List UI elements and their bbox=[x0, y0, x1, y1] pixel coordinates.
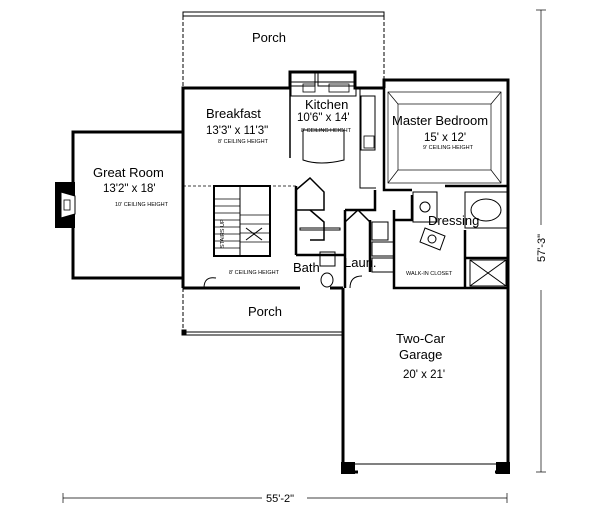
breakfast-dims: 13'3" x 11'3" bbox=[206, 125, 268, 137]
kitchen-label: Kitchen bbox=[305, 97, 348, 112]
laundry-fixtures bbox=[299, 221, 395, 288]
dressing-label: Dressing bbox=[428, 213, 479, 228]
pantry-closets bbox=[295, 176, 371, 241]
porch-bottom-outline bbox=[181, 288, 343, 336]
exterior-walls bbox=[71, 70, 510, 296]
stairs bbox=[213, 185, 271, 257]
master-bedroom-label: Master Bedroom bbox=[392, 113, 488, 128]
walk-in-closet-label: WALK-IN CLOSET bbox=[406, 271, 453, 277]
master-bedroom-ceiling: 9' CEILING HEIGHT bbox=[423, 145, 474, 151]
master-tray-ceiling bbox=[387, 91, 502, 184]
great-room-ceiling: 10' CEILING HEIGHT bbox=[115, 202, 169, 208]
hall-ceiling: 8' CEILING HEIGHT bbox=[229, 270, 280, 276]
great-room-label: Great Room bbox=[93, 165, 164, 180]
porch-top-label: Porch bbox=[252, 30, 286, 45]
garage-label-line2: Garage bbox=[399, 347, 442, 362]
stairs-label: STAIRS UP bbox=[220, 219, 226, 248]
overall-width-label: 55'-2" bbox=[266, 493, 294, 505]
garage-post-right bbox=[496, 462, 510, 474]
fireplace bbox=[55, 182, 76, 228]
breakfast-label: Breakfast bbox=[206, 106, 261, 121]
interior-walls bbox=[294, 88, 508, 290]
master-bath-fixtures bbox=[412, 191, 509, 287]
width-dimension-line bbox=[62, 493, 508, 503]
kitchen-fixtures bbox=[289, 81, 376, 189]
bath-label: Bath bbox=[293, 260, 320, 275]
depth-dimension-line bbox=[536, 9, 546, 473]
breakfast-ceiling: 8' CEILING HEIGHT bbox=[218, 139, 269, 145]
great-room-dims: 13'2" x 18' bbox=[103, 183, 156, 195]
overall-depth-label: 57'-3" bbox=[536, 234, 548, 262]
garage-post-left bbox=[341, 462, 355, 474]
master-bedroom-dims: 15' x 12' bbox=[424, 132, 466, 144]
garage-label-line1: Two-Car bbox=[396, 331, 446, 346]
kitchen-ceiling: 8' CEILING HEIGHT bbox=[301, 128, 352, 134]
porch-bottom-label: Porch bbox=[248, 304, 282, 319]
front-door bbox=[203, 275, 363, 289]
kitchen-dims: 10'6" x 14' bbox=[297, 112, 350, 124]
garage-dims: 20' x 21' bbox=[403, 369, 445, 381]
laundry-label: Laun. bbox=[344, 255, 377, 270]
